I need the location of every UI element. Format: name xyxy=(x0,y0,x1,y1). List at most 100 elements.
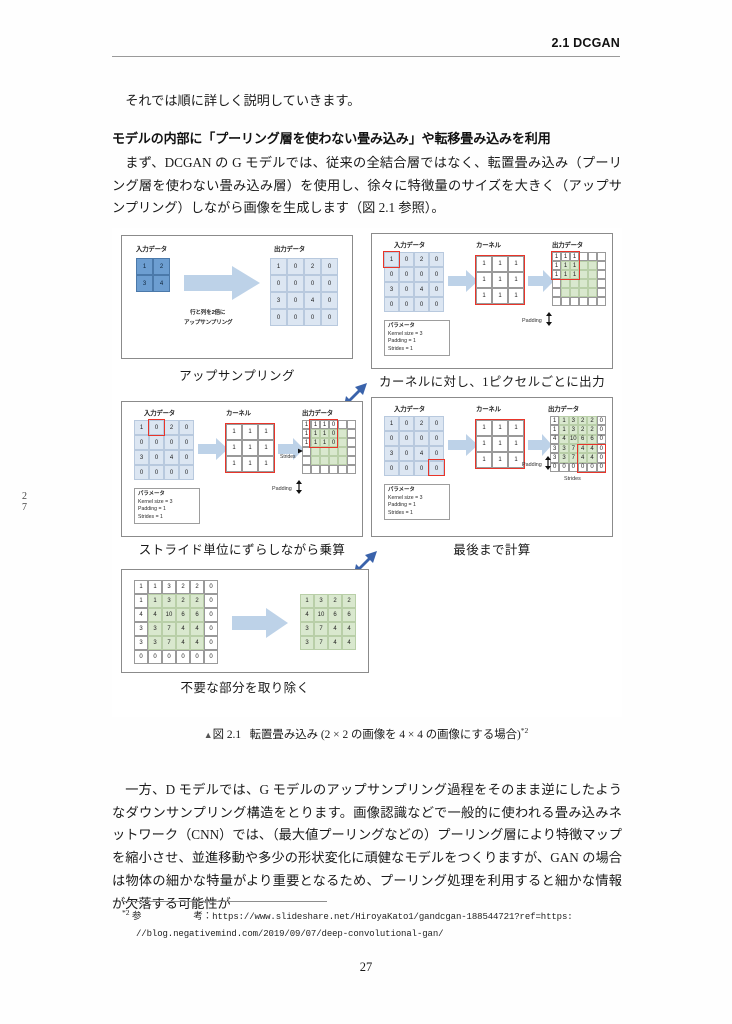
label-strides: Strides xyxy=(280,454,296,460)
cell: 4 xyxy=(176,622,190,636)
cell: 0 xyxy=(179,435,194,450)
cell xyxy=(597,288,606,297)
cell: 0 xyxy=(287,292,304,309)
cell: 0 xyxy=(162,650,176,664)
cell xyxy=(347,465,356,474)
cell xyxy=(579,297,588,306)
cell: 1 xyxy=(476,288,492,304)
cell: 1 xyxy=(311,420,320,429)
cell: 2 xyxy=(190,580,204,594)
cell: 2 xyxy=(577,425,588,435)
cell: 1 xyxy=(242,440,258,456)
margin-page-number: 2 7 xyxy=(22,491,28,513)
cell: 4 xyxy=(342,636,356,650)
cell: 0 xyxy=(559,462,569,472)
cell: 4 xyxy=(328,622,342,636)
grid-input-2x2: 1 2 3 4 xyxy=(136,258,170,292)
flow-arrow-icon xyxy=(448,270,478,292)
cell: 1 xyxy=(570,261,579,270)
footnote: *2 参考：https://www.slideshare.net/HiroyaK… xyxy=(122,906,622,943)
arrow-caption-line1: 行と列を2倍に xyxy=(190,310,226,316)
footnote-url-line1[interactable]: https://www.slideshare.net/HiroyaKato1/g… xyxy=(212,912,573,923)
cell: 3 xyxy=(384,282,399,297)
cell: 0 xyxy=(329,420,338,429)
paragraph-discriminator: 一方、D モデルでは、G モデルのアップサンプリング過程をそのまま逆にしたような… xyxy=(112,782,622,911)
arrow-caption-line2: アップサンプリング xyxy=(184,320,233,326)
cell: 0 xyxy=(596,434,606,444)
cell xyxy=(579,270,588,279)
cell: 1 xyxy=(492,420,508,436)
cell: 0 xyxy=(384,267,399,282)
cell: 0 xyxy=(204,580,218,594)
cell: 0 xyxy=(429,431,444,446)
cell: 1 xyxy=(300,594,314,608)
cell: 1 xyxy=(552,261,561,270)
cell: 3 xyxy=(270,292,287,309)
caption-footnote-marker: *2 xyxy=(520,726,529,736)
strides-arrow-icon xyxy=(288,448,303,454)
cell: 0 xyxy=(429,461,444,476)
cell xyxy=(552,297,561,306)
cell: 6 xyxy=(176,608,190,622)
cell: 1 xyxy=(570,252,579,261)
cell: 4 xyxy=(300,608,314,622)
cell xyxy=(579,252,588,261)
cell: 1 xyxy=(148,594,162,608)
cell: 7 xyxy=(568,453,578,463)
cell: 0 xyxy=(321,275,338,292)
cell: 4 xyxy=(577,443,588,454)
cell: 0 xyxy=(596,453,606,463)
cell: 3 xyxy=(134,622,148,636)
cell: 0 xyxy=(204,636,218,650)
panel-caption-final-calc: 最後まで計算 xyxy=(453,543,531,557)
cell: 2 xyxy=(328,594,342,608)
cell: 3 xyxy=(550,453,560,463)
label-kernel: カーネル xyxy=(226,410,251,417)
param-padding: Padding = 1 xyxy=(138,506,166,513)
cell: 1 xyxy=(508,256,524,272)
cell xyxy=(338,447,347,456)
cell: 0 xyxy=(429,282,444,297)
cell: 0 xyxy=(429,297,444,312)
cell: 0 xyxy=(550,462,560,472)
cell: 0 xyxy=(321,292,338,309)
label-output-data: 出力データ xyxy=(302,410,333,417)
grid-output-6x6: 1 1 1 0 1 1 1 0 1 1 1 0 xyxy=(302,420,356,474)
cell: 1 xyxy=(320,420,329,429)
cell: 0 xyxy=(399,431,414,446)
cell xyxy=(338,465,347,474)
panel-per-pixel-output: 入力データ カーネル 出力データ 1 0 2 0 0 0 0 0 3 0 4 0… xyxy=(371,233,613,369)
cell: 2 xyxy=(577,416,588,426)
padding-double-arrow-icon xyxy=(545,456,551,470)
cell: 1 xyxy=(550,416,560,426)
footnote-marker: *2 xyxy=(122,908,130,917)
cell: 4 xyxy=(414,282,429,297)
cell xyxy=(588,270,597,279)
cell: 0 xyxy=(414,461,429,476)
cell xyxy=(311,465,320,474)
cell: 0 xyxy=(568,462,578,472)
cell: 4 xyxy=(164,450,179,465)
param-strides: Strides = 1 xyxy=(138,513,163,520)
cell: 0 xyxy=(384,431,399,446)
label-padding: Padding xyxy=(522,462,542,468)
running-head: 2.1 DCGAN xyxy=(551,36,620,50)
cell: 3 xyxy=(134,450,149,465)
cell: 1 xyxy=(384,252,399,267)
cell: 0 xyxy=(179,420,194,435)
cell: 6 xyxy=(577,434,588,444)
cell: 6 xyxy=(342,608,356,622)
footnote-url-line2[interactable]: //blog.negativemind.com/2019/09/07/deep-… xyxy=(136,928,444,939)
cell: 0 xyxy=(149,435,164,450)
cell xyxy=(570,288,579,297)
cell xyxy=(347,420,356,429)
cell: 10 xyxy=(568,434,578,444)
cell xyxy=(347,429,356,438)
panel-upsampling: 入力データ 出力データ 1 2 3 4 行と列を2倍に アップサンプリング 1 … xyxy=(121,235,353,359)
cell: 3 xyxy=(568,425,578,435)
param-kernel-size: Kernel size = 3 xyxy=(388,494,423,501)
cell: 0 xyxy=(204,594,218,608)
cell: 0 xyxy=(287,275,304,292)
cell: 1 xyxy=(148,580,162,594)
